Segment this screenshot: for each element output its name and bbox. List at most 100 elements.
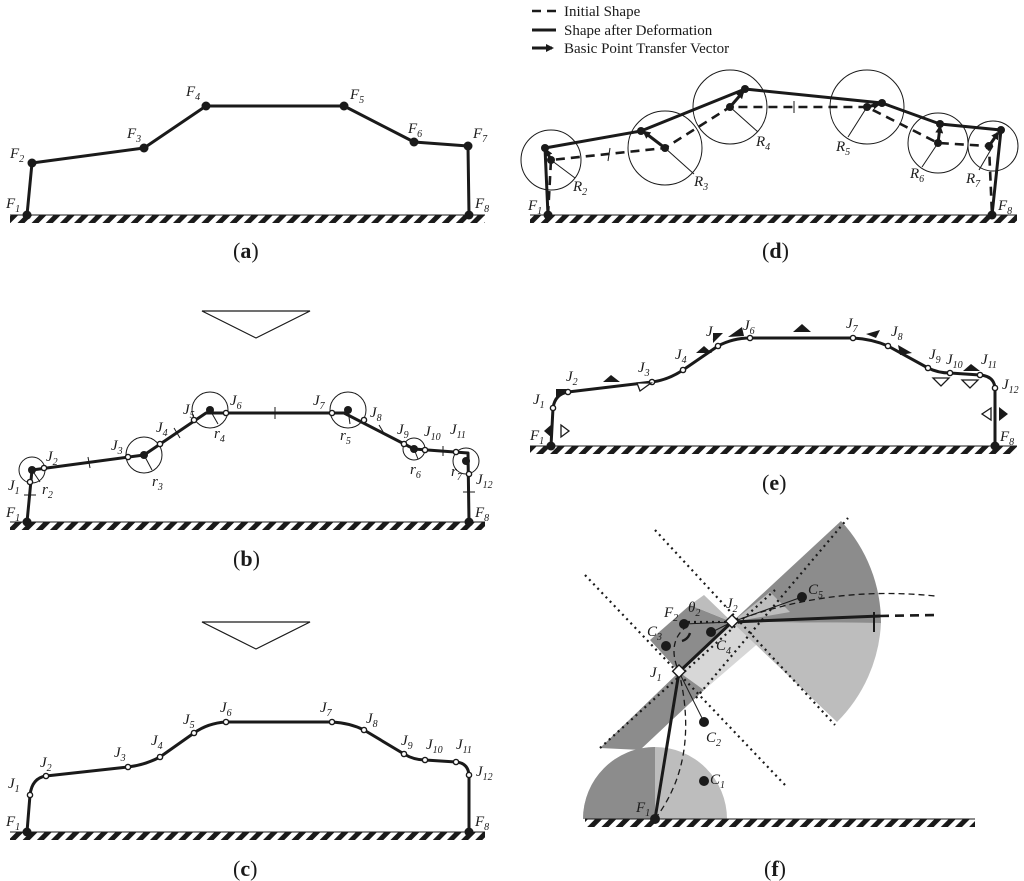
caption-c: (c) <box>233 856 257 881</box>
basic-points <box>541 85 1005 220</box>
label-R4: R4 <box>755 134 770 153</box>
label-J10: J10 <box>424 424 441 443</box>
label-r7: r7 <box>451 464 463 483</box>
label-J6: J6 <box>743 318 755 337</box>
legend-initial-shape: Initial Shape <box>564 4 641 20</box>
label-F1: F1 <box>529 428 544 447</box>
label-J7: J7 <box>313 393 326 412</box>
label-r5: r5 <box>340 428 351 447</box>
theta-arc <box>681 632 692 643</box>
sector-c5-light <box>732 622 881 722</box>
label-J4: J4 <box>151 733 163 752</box>
sector-c3-dark <box>650 605 732 672</box>
label-J11: J11 <box>456 737 472 756</box>
label-F4: F4 <box>185 84 200 103</box>
label-J10: J10 <box>426 737 443 756</box>
label-J1: J1 <box>8 478 20 497</box>
sector-c2-light <box>679 622 762 690</box>
segment-ticks <box>24 407 475 496</box>
joint-points <box>22 718 474 837</box>
caption-d: (d) <box>762 238 789 263</box>
basic-points <box>22 101 474 220</box>
label-J3: J3 <box>638 360 650 379</box>
label-F1: F1 <box>5 814 20 833</box>
label-R2: R2 <box>572 179 587 198</box>
dotted-boundaries <box>584 517 849 786</box>
label-J1: J1 <box>533 392 545 411</box>
label-F7: F7 <box>472 126 488 145</box>
label-J12: J12 <box>476 764 493 783</box>
legend-transfer-vector: Basic Point Transfer Vector <box>564 41 729 57</box>
ground-hatch <box>10 832 485 840</box>
label-J8: J8 <box>366 711 378 730</box>
label-F3: F3 <box>126 126 141 145</box>
smoothed-outline <box>25 720 471 833</box>
label-J2: J2 <box>46 449 58 468</box>
caption-a: (a) <box>233 238 259 263</box>
label-F5: F5 <box>349 87 364 106</box>
label-J12: J12 <box>476 472 493 491</box>
label-F8: F8 <box>474 196 489 215</box>
label-J1: J1 <box>8 776 20 795</box>
label-r3: r3 <box>152 474 163 493</box>
support-triangles <box>560 377 992 439</box>
label-F1: F1 <box>527 198 542 217</box>
label-J5: J5 <box>183 402 195 421</box>
sector-c2-dark <box>600 672 704 750</box>
center-points <box>650 592 807 824</box>
deformed-shape-solid <box>543 87 1003 216</box>
label-R6: R6 <box>909 166 924 185</box>
label-J8: J8 <box>891 324 903 343</box>
ground-hatch <box>530 446 1017 454</box>
label-r6: r6 <box>410 462 421 481</box>
label-J10: J10 <box>946 352 963 371</box>
load-triangles <box>544 324 1008 438</box>
panel-c: F1 F8 J1 J2 J3 J4 J5 J6 J7 J8 J9 J10 J11… <box>5 700 493 881</box>
label-J1: J1 <box>650 665 662 684</box>
legend: Initial Shape Shape after Deformation Ba… <box>532 4 729 57</box>
sector-c1-dark <box>583 747 655 819</box>
label-J6: J6 <box>230 393 242 412</box>
sector-c4-light <box>690 595 732 622</box>
label-J4: J4 <box>675 347 687 366</box>
label-r2: r2 <box>42 482 53 501</box>
joint-points <box>546 334 1000 451</box>
initial-shape-dashed <box>546 105 994 216</box>
segment-ticks <box>607 101 795 162</box>
influence-circles <box>520 69 1019 191</box>
label-J3: J3 <box>111 438 123 457</box>
joint-markers <box>671 613 740 679</box>
panel-b: F1 F8 J1 J2 J3 J4 J5 J6 J7 J8 J9 J10 J11… <box>5 391 493 571</box>
caption-e: (e) <box>762 470 786 495</box>
label-J6: J6 <box>220 700 232 719</box>
label-F1: F1 <box>5 505 20 524</box>
label-J5: J5 <box>183 712 195 731</box>
label-J9: J9 <box>397 422 409 441</box>
ground-hatch <box>10 215 485 223</box>
label-C3: C3 <box>647 624 662 643</box>
label-J7: J7 <box>846 316 859 335</box>
label-J2: J2 <box>40 755 52 774</box>
label-J12: J12 <box>1002 377 1019 396</box>
radius-lines <box>550 106 994 179</box>
label-J5: J5 <box>706 324 718 343</box>
label-R3: R3 <box>693 174 708 193</box>
process-arrow-2 <box>201 621 311 650</box>
label-J11: J11 <box>450 422 466 441</box>
target-outline <box>549 336 997 447</box>
initial-outline <box>25 104 471 216</box>
label-J11: J11 <box>981 352 997 371</box>
panel-a: F1 F2 F3 F4 F5 F6 F7 F8 (a) <box>5 84 489 263</box>
label-C5: C5 <box>808 582 823 601</box>
label-F1: F1 <box>5 196 20 215</box>
panel-e: F1 F8 J1 J2 J3 J4 J5 J6 J7 J8 J9 J10 J11… <box>529 316 1019 495</box>
label-C1: C1 <box>710 772 725 791</box>
label-F1: F1 <box>635 800 650 819</box>
ground-hatch <box>530 215 1017 223</box>
label-R7: R7 <box>965 171 981 190</box>
panel-f: F1 F2 C1 C2 C3 C4 C5 J1 J2 θ2 (f) <box>583 517 975 881</box>
label-F2: F2 <box>9 146 24 165</box>
label-J2: J2 <box>566 369 578 388</box>
